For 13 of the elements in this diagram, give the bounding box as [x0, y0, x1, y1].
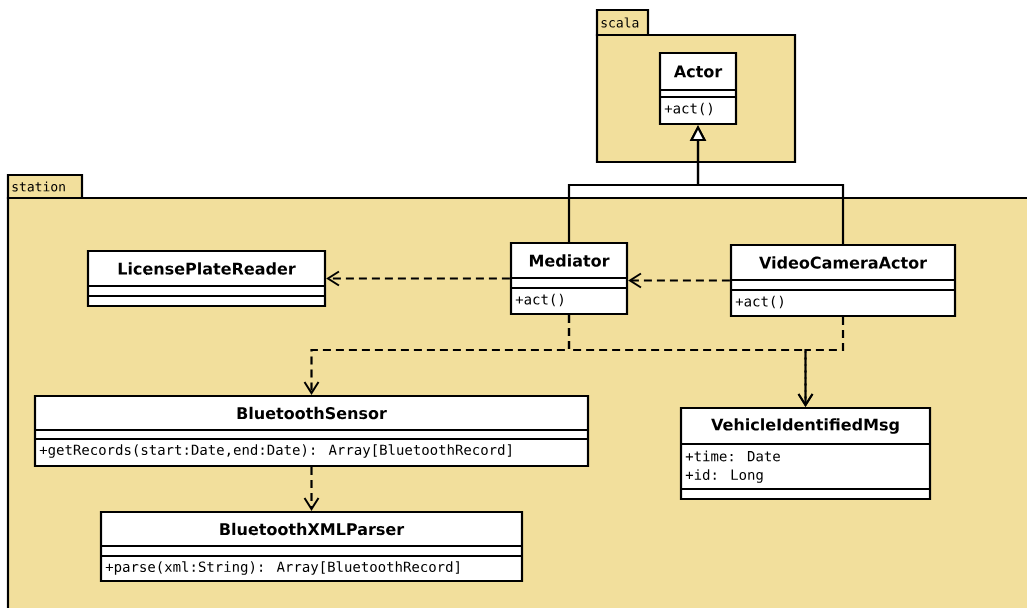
- class-box: VideoCameraActor +act(): [729, 243, 957, 318]
- node-label: station: [12, 181, 65, 192]
- class-box: BluetoothSensor +getRecords(start:Date,end:Date): Array[BluetoothRecord]: [33, 394, 590, 468]
- class-box: VehicleIdentifiedMsg +time: Date +id: Long: [679, 406, 932, 501]
- dependency-arrow: [628, 272, 730, 289]
- class-box: LicensePlateReader: [86, 249, 327, 308]
- class-box: Actor +act(): [658, 51, 738, 126]
- dependency-arrow: [797, 317, 845, 407]
- class-box: Mediator +act(): [509, 241, 629, 316]
- dependency-arrow: [326, 270, 510, 287]
- node-label: scala: [601, 17, 639, 28]
- dependency-arrow: [303, 467, 320, 511]
- class-box: BluetoothXMLParser +parse(xml:String): Array[BluetoothRecord]: [99, 510, 524, 583]
